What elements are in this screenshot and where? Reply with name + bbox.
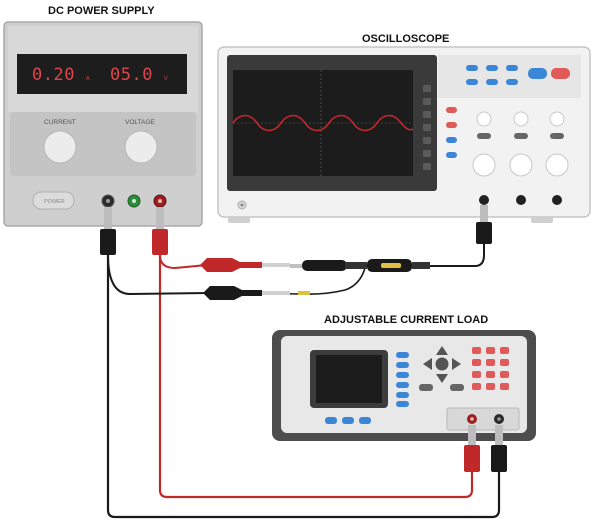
scope-run-button[interactable] <box>528 68 547 79</box>
scope-button[interactable] <box>506 79 518 85</box>
clip-icon[interactable] <box>100 229 116 255</box>
probe-black-lead <box>107 254 209 295</box>
scope-button[interactable] <box>506 65 518 71</box>
scope-stop-button[interactable] <box>551 68 570 79</box>
voltage-reading: 05.0 <box>110 65 153 85</box>
dpad-icon[interactable] <box>423 346 461 383</box>
current-knob[interactable] <box>43 130 77 164</box>
scope-button[interactable] <box>486 79 498 85</box>
scope-knob[interactable] <box>513 111 529 127</box>
power-button[interactable] <box>32 191 75 210</box>
adjustable-current-load <box>272 330 536 441</box>
scope-knob[interactable] <box>476 111 492 127</box>
current-reading: 0.20 <box>32 65 75 85</box>
scope-large-knob[interactable] <box>509 153 533 177</box>
power-supply-title: DC POWER SUPPLY <box>48 5 155 17</box>
clip-icon[interactable] <box>152 229 168 255</box>
oscilloscope <box>217 46 591 223</box>
scope-large-knob[interactable] <box>545 153 569 177</box>
scope-knob[interactable] <box>549 111 565 127</box>
scope-button[interactable] <box>466 79 478 85</box>
current-unit: A <box>86 76 90 82</box>
scope-button[interactable] <box>466 65 478 71</box>
scope-large-knob[interactable] <box>472 153 496 177</box>
clip-icon[interactable] <box>491 445 507 472</box>
scope-input-ch1[interactable] <box>479 195 489 205</box>
probe-icon[interactable] <box>203 286 310 300</box>
probe-icon[interactable] <box>290 259 430 272</box>
power-button-label: POWER <box>44 199 65 205</box>
waveform <box>232 114 414 132</box>
load-keypad[interactable] <box>472 347 509 390</box>
oscilloscope-title: OSCILLOSCOPE <box>362 33 449 45</box>
voltage-knob-label: VOLTAGE <box>125 119 155 126</box>
scope-input-ch2[interactable] <box>516 195 526 205</box>
probe-icon[interactable] <box>200 258 290 272</box>
power-supply-display <box>17 54 187 94</box>
current-load-title: ADJUSTABLE CURRENT LOAD <box>324 314 488 326</box>
current-knob-label: CURRENT <box>44 119 76 126</box>
scope-probe-cable <box>429 242 485 267</box>
positive-wire <box>158 253 474 499</box>
scope-input-ext[interactable] <box>552 195 562 205</box>
clip-icon[interactable] <box>464 445 480 472</box>
scope-button[interactable] <box>486 65 498 71</box>
connectors <box>100 205 507 472</box>
probe-red-lead <box>159 254 208 269</box>
dc-power-supply: 0.20 A 05.0 V CURRENT VOLTAGE POWER <box>3 21 203 227</box>
voltage-knob[interactable] <box>124 130 158 164</box>
negative-wire <box>106 253 501 519</box>
voltage-unit: V <box>164 76 168 82</box>
